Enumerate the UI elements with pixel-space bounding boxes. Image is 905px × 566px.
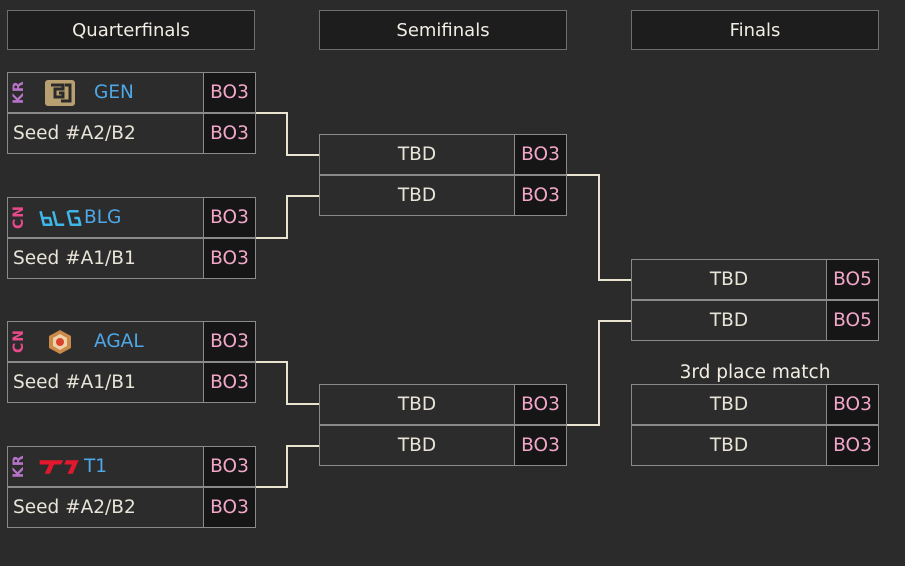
connector-qf4-sf2 [256, 445, 319, 488]
slot-name: TBD [397, 185, 437, 206]
blg-logo-icon [38, 198, 82, 237]
seed-name: Seed #A1/B1 [13, 248, 136, 269]
qf2-seed-row[interactable]: Seed #A1/B1 BO3 [7, 238, 256, 279]
format-label: BO3 [203, 114, 255, 153]
team-name: GEN [94, 82, 134, 103]
third-place-label: 3rd place match [679, 362, 831, 383]
seed-name: Seed #A2/B2 [13, 123, 136, 144]
third-place-slot-2[interactable]: TBD BO3 [631, 425, 879, 466]
final-slot-2[interactable]: TBD BO5 [631, 300, 879, 341]
sf1-slot-2[interactable]: TBD BO3 [319, 175, 567, 216]
format-label: BO3 [203, 488, 255, 527]
qf3-team-row[interactable]: CN AGAL BO3 [7, 321, 256, 362]
slot-name: TBD [397, 394, 437, 415]
slot-name: TBD [709, 394, 749, 415]
connector-qf1-sf1 [256, 112, 319, 156]
third-place-slot-1[interactable]: TBD BO3 [631, 384, 879, 425]
format-label: BO3 [203, 363, 255, 402]
header-semifinals: Semifinals [319, 10, 567, 50]
qf4-team-row[interactable]: KR T1 BO3 [7, 446, 256, 487]
format-label: BO3 [826, 426, 878, 465]
region-badge: KR [11, 80, 27, 105]
qf1-seed-row[interactable]: Seed #A2/B2 BO3 [7, 113, 256, 154]
connector-sf2-final [567, 320, 631, 426]
format-label: BO3 [203, 73, 255, 112]
team-name: AGAL [94, 331, 144, 352]
seed-name: Seed #A1/B1 [13, 372, 136, 393]
seed-name: Seed #A2/B2 [13, 497, 136, 518]
qf3-seed-row[interactable]: Seed #A1/B1 BO3 [7, 362, 256, 403]
sf1-slot-1[interactable]: TBD BO3 [319, 134, 567, 175]
final-slot-1[interactable]: TBD BO5 [631, 259, 879, 300]
team-name: BLG [84, 207, 122, 228]
sf2-slot-1[interactable]: TBD BO3 [319, 384, 567, 425]
format-label: BO3 [514, 385, 566, 424]
agal-logo-icon [38, 322, 82, 361]
slot-name: TBD [709, 435, 749, 456]
qf2-team-row[interactable]: CN BLG BO3 [7, 197, 256, 238]
qf1-team-row[interactable]: KR GEN BO3 [7, 72, 256, 113]
sf2-slot-2[interactable]: TBD BO3 [319, 425, 567, 466]
team-name: T1 [84, 456, 108, 477]
format-label: BO5 [826, 301, 878, 340]
format-label: BO3 [514, 176, 566, 215]
connector-qf3-sf2 [256, 361, 319, 405]
header-finals: Finals [631, 10, 879, 50]
format-label: BO3 [203, 198, 255, 237]
region-badge: CN [11, 329, 27, 354]
format-label: BO3 [514, 135, 566, 174]
region-badge: KR [11, 454, 27, 479]
t1-logo-icon [38, 447, 82, 486]
connector-sf1-final [567, 174, 631, 281]
connector-qf2-sf1 [256, 195, 319, 239]
slot-name: TBD [709, 310, 749, 331]
qf4-seed-row[interactable]: Seed #A2/B2 BO3 [7, 487, 256, 528]
format-label: BO3 [203, 447, 255, 486]
format-label: BO5 [826, 260, 878, 299]
slot-name: TBD [709, 269, 749, 290]
gen-logo-icon [38, 73, 82, 112]
slot-name: TBD [397, 144, 437, 165]
slot-name: TBD [397, 435, 437, 456]
format-label: BO3 [203, 239, 255, 278]
format-label: BO3 [203, 322, 255, 361]
format-label: BO3 [826, 385, 878, 424]
region-badge: CN [11, 205, 27, 230]
format-label: BO3 [514, 426, 566, 465]
header-quarterfinals: Quarterfinals [7, 10, 255, 50]
